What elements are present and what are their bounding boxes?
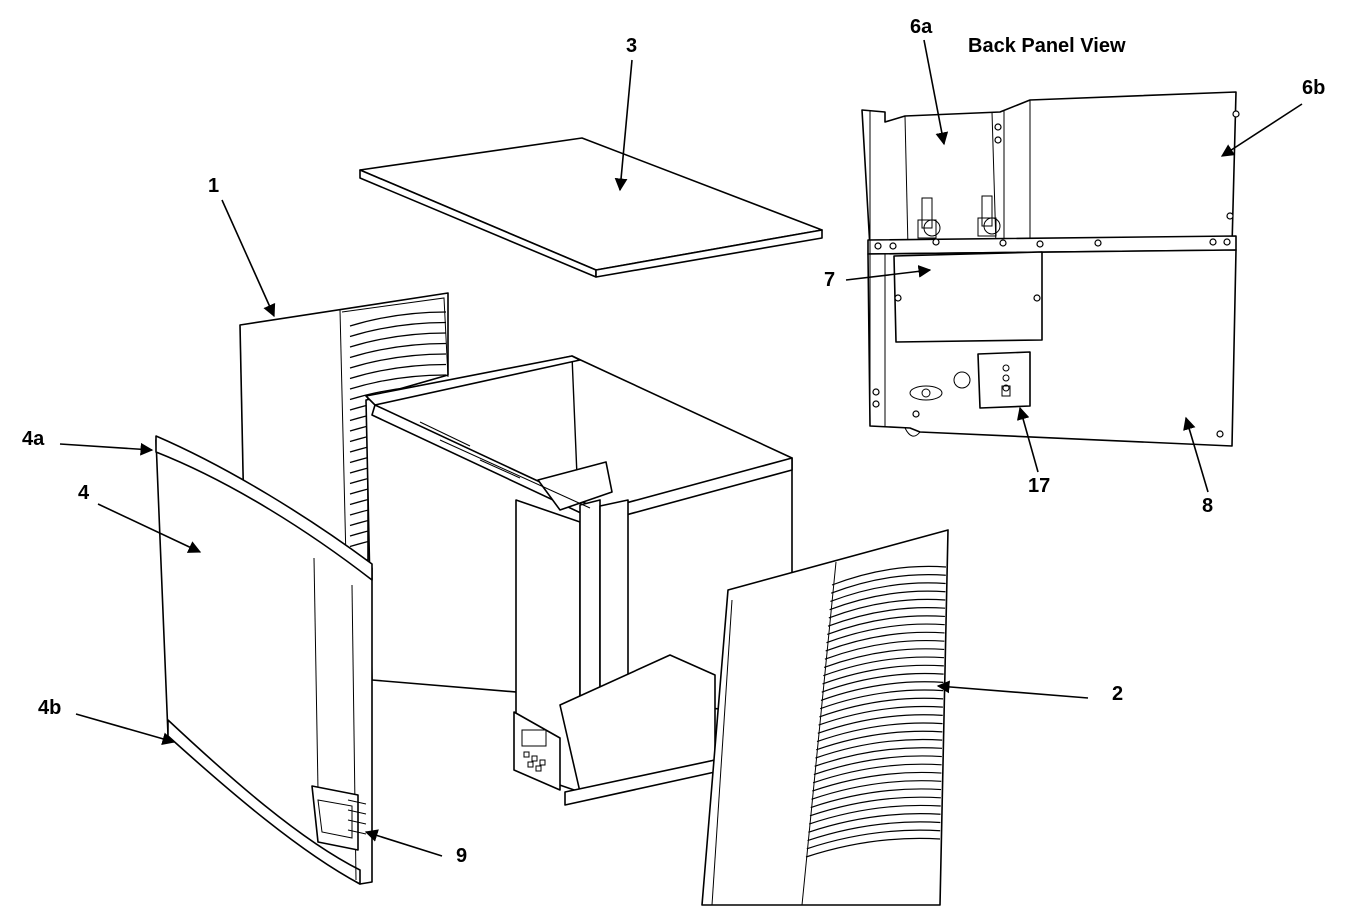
louver-slat <box>811 780 942 800</box>
callout-1-label: 1 <box>208 175 219 197</box>
louver-slat <box>820 681 944 701</box>
louver-slat <box>830 574 946 594</box>
louver-slat <box>810 788 942 809</box>
louver-slat <box>829 590 946 611</box>
top-panel <box>359 137 823 278</box>
callout-1: 1 <box>208 175 276 318</box>
louver-slat <box>828 598 946 619</box>
louver-slat <box>812 763 942 784</box>
louver-slat <box>807 821 941 842</box>
callout-4-label: 4 <box>78 482 90 504</box>
louver-slat <box>824 639 945 660</box>
louver-slat <box>830 582 946 603</box>
callout-9: 9 <box>364 829 467 867</box>
right-panel-louvers <box>805 565 947 858</box>
callout-6a-label: 6a <box>910 16 933 38</box>
callout-8-label: 8 <box>1202 495 1213 517</box>
callout-8: 8 <box>1183 416 1213 517</box>
louver-slat <box>349 321 447 338</box>
louver-slat <box>808 813 941 833</box>
callout-3: 3 <box>614 35 637 192</box>
callout-6a: 6a <box>910 16 949 146</box>
louver-slat <box>814 747 943 767</box>
louver-slat <box>819 697 944 718</box>
louver-slat <box>349 363 447 380</box>
louver-slat <box>349 311 447 327</box>
louver-slat <box>821 672 944 693</box>
louver-slat <box>823 656 945 677</box>
louver-slat <box>827 615 945 636</box>
callout-4a: 4a <box>22 428 154 456</box>
back-panel-view-title: Back Panel View <box>968 35 1126 57</box>
louver-slat <box>826 623 945 644</box>
callout-7: 7 <box>824 265 932 291</box>
louver-slat <box>349 353 447 369</box>
callout-3-label: 3 <box>626 35 637 57</box>
louver-slat <box>806 829 941 850</box>
cabinet-body <box>365 355 793 806</box>
louver-slat <box>823 648 945 668</box>
louver-slat <box>822 664 944 685</box>
right-side-panel <box>701 529 949 906</box>
louver-slat <box>813 755 942 776</box>
callout-4: 4 <box>78 482 202 553</box>
louver-slat <box>818 705 943 726</box>
back-panel-view <box>861 91 1240 447</box>
callout-4a-label: 4a <box>22 428 45 450</box>
louver-slat <box>831 565 947 586</box>
callout-7-label: 7 <box>824 269 835 291</box>
louver-slat <box>812 771 942 792</box>
louver-slat <box>816 730 943 751</box>
louver-slat <box>815 738 943 759</box>
louver-slat <box>827 607 946 627</box>
callout-6b: 6b <box>1220 77 1325 157</box>
louver-slat <box>825 631 945 652</box>
louver-slat <box>817 714 943 734</box>
callout-2-label: 2 <box>1112 683 1123 705</box>
callout-9-label: 9 <box>456 845 467 867</box>
louver-slat <box>805 837 941 858</box>
louver-slat <box>349 374 447 390</box>
louver-slat <box>808 804 941 825</box>
callout-4b: 4b <box>38 697 176 745</box>
louver-slat <box>349 332 447 348</box>
louver-slat <box>349 342 447 359</box>
callout-17: 17 <box>1016 406 1050 497</box>
louver-slat <box>816 722 943 743</box>
louver-slat <box>819 689 944 710</box>
louver-slat <box>809 796 941 817</box>
callout-17-label: 17 <box>1028 475 1050 497</box>
front-door-panel <box>155 435 373 885</box>
callout-2: 2 <box>936 680 1123 705</box>
callout-6b-label: 6b <box>1302 77 1325 99</box>
callout-4b-label: 4b <box>38 697 61 719</box>
